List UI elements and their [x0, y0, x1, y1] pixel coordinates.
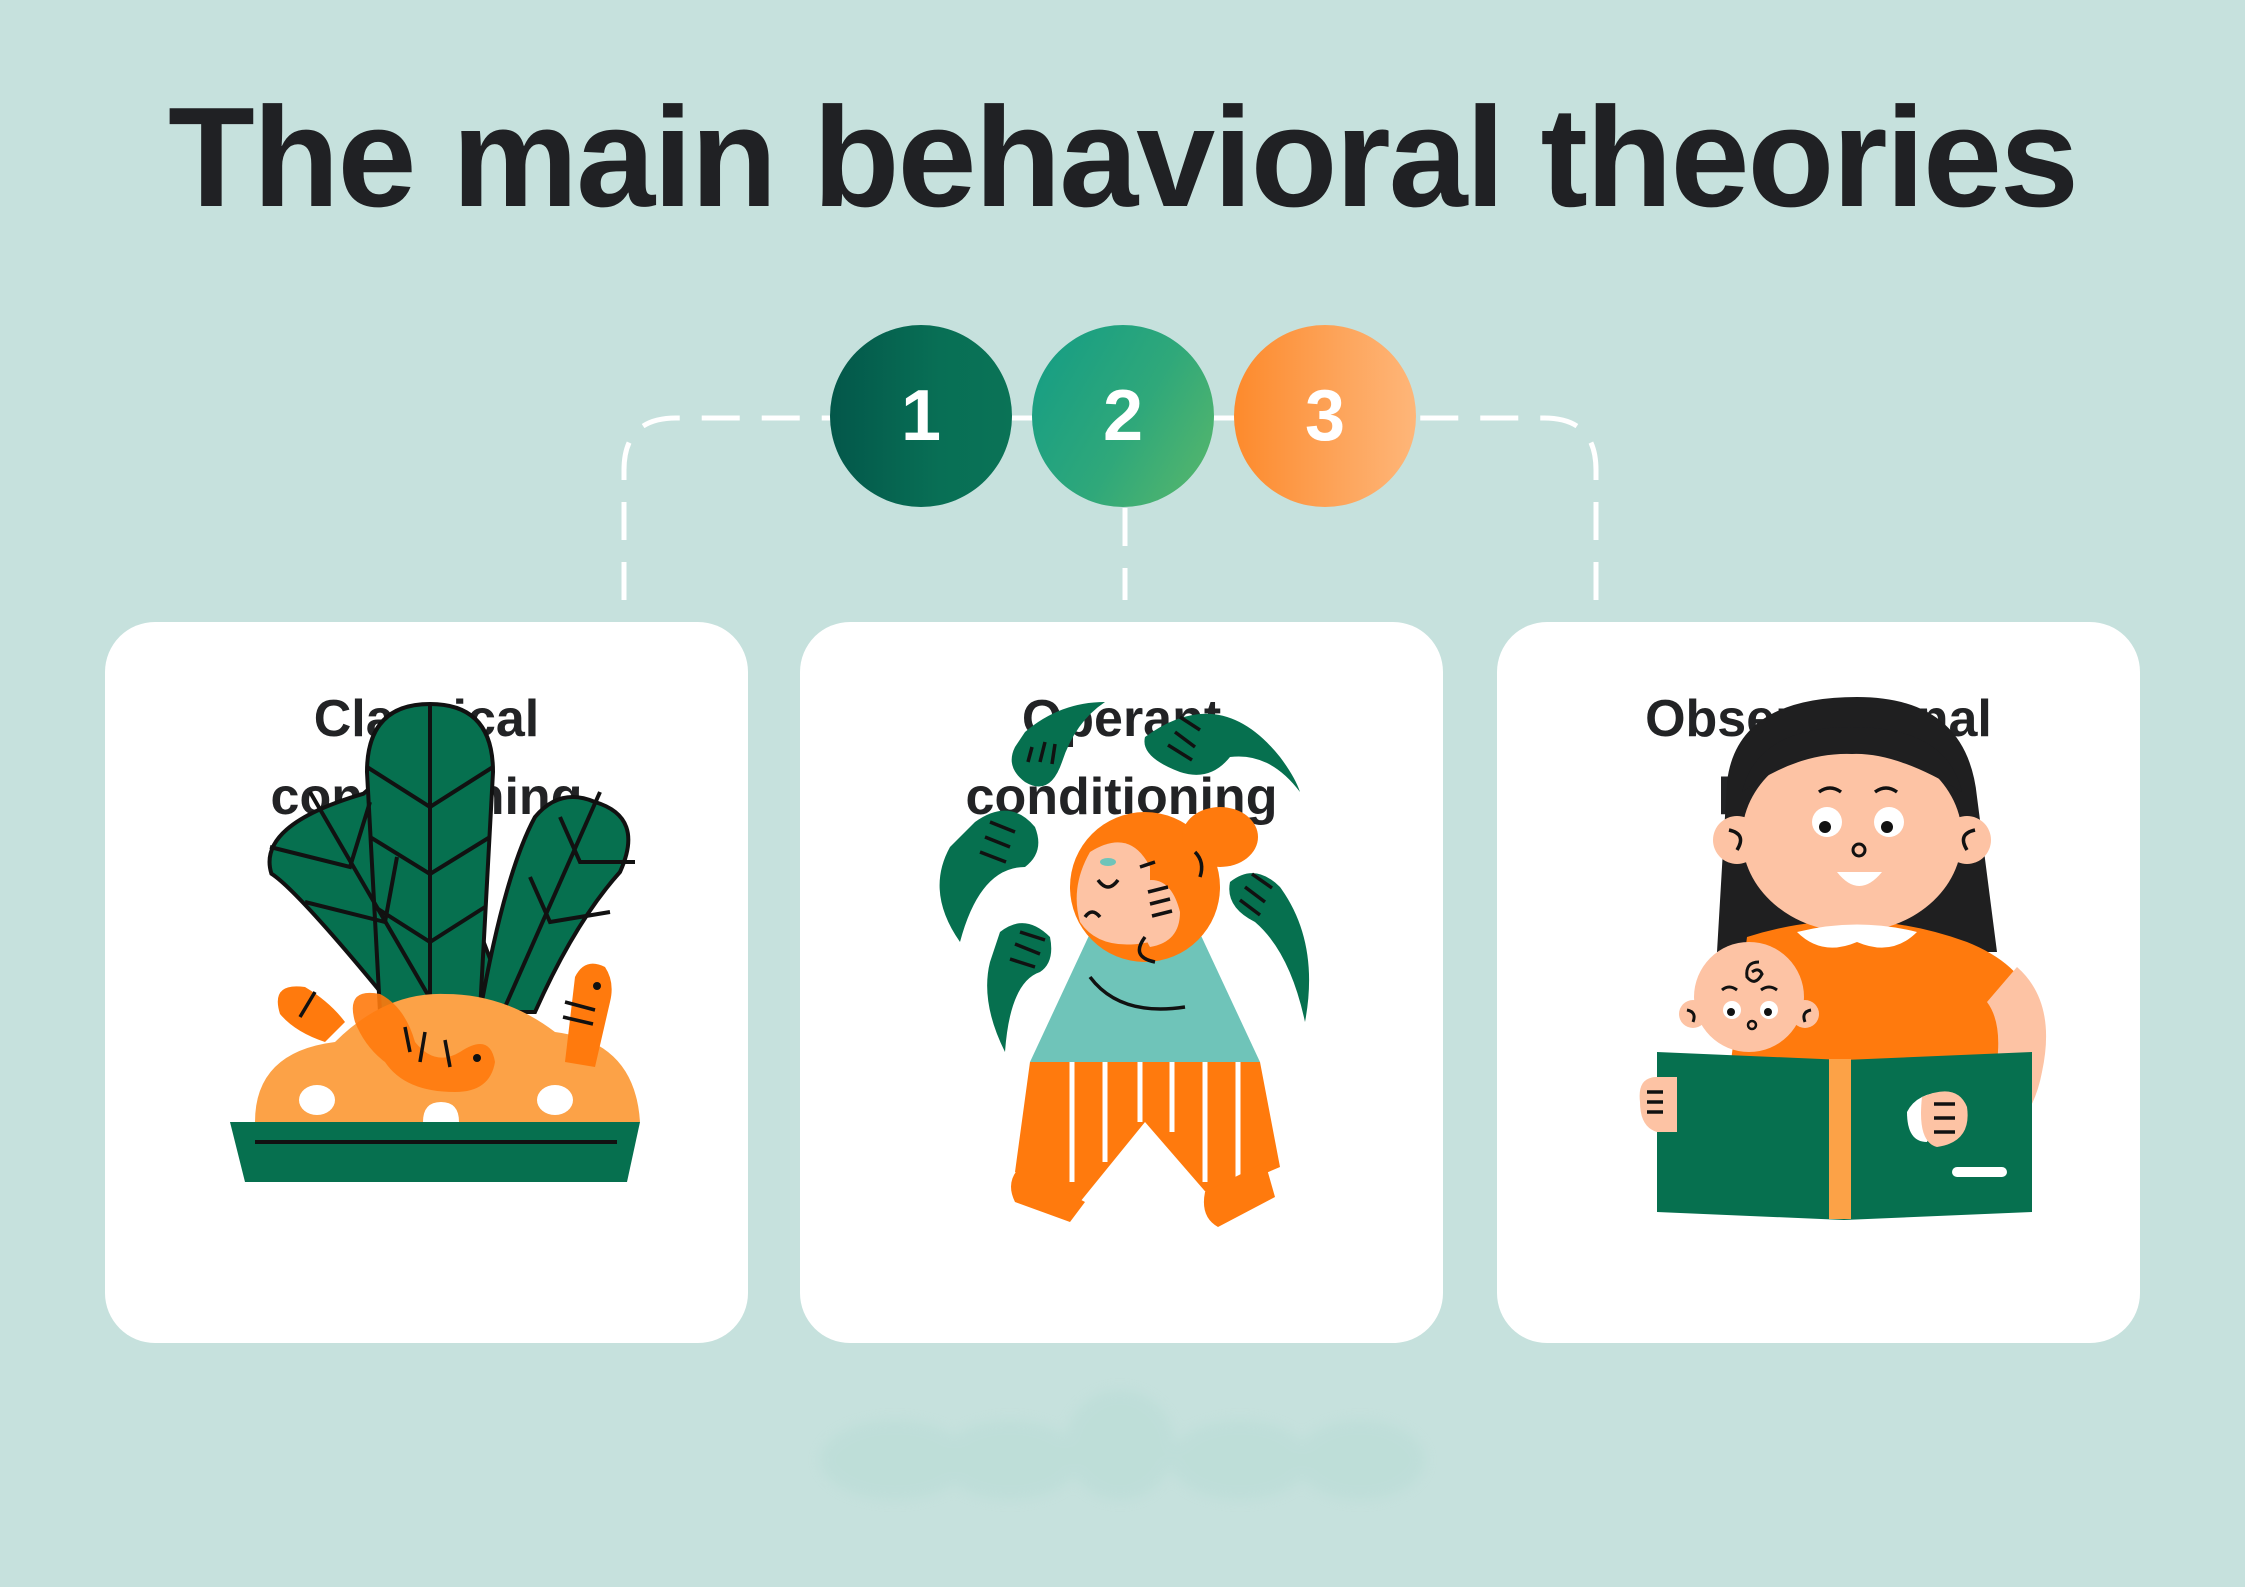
card-operant-conditioning: Operant conditioning [800, 622, 1443, 1343]
faint-watermark-logo [820, 1390, 1425, 1500]
step-number: 1 [900, 376, 942, 456]
step-badge-2: 2 [1032, 325, 1214, 507]
step-number: 2 [1102, 376, 1144, 456]
step-badge-3: 3 [1234, 325, 1416, 507]
plant-pot-with-worms-icon [230, 701, 640, 1182]
mother-reading-book-with-baby-icon [1639, 697, 2047, 1220]
card-observational-learning: Observational learning [1497, 622, 2140, 1343]
step-badge-1: 1 [830, 325, 1012, 507]
card-classical-conditioning: Classical conditioning [105, 622, 748, 1343]
girl-surrounded-by-pointing-hands-icon [939, 702, 1310, 1227]
step-number: 3 [1304, 376, 1346, 456]
page-title: The main behavioral theories [168, 78, 2079, 237]
